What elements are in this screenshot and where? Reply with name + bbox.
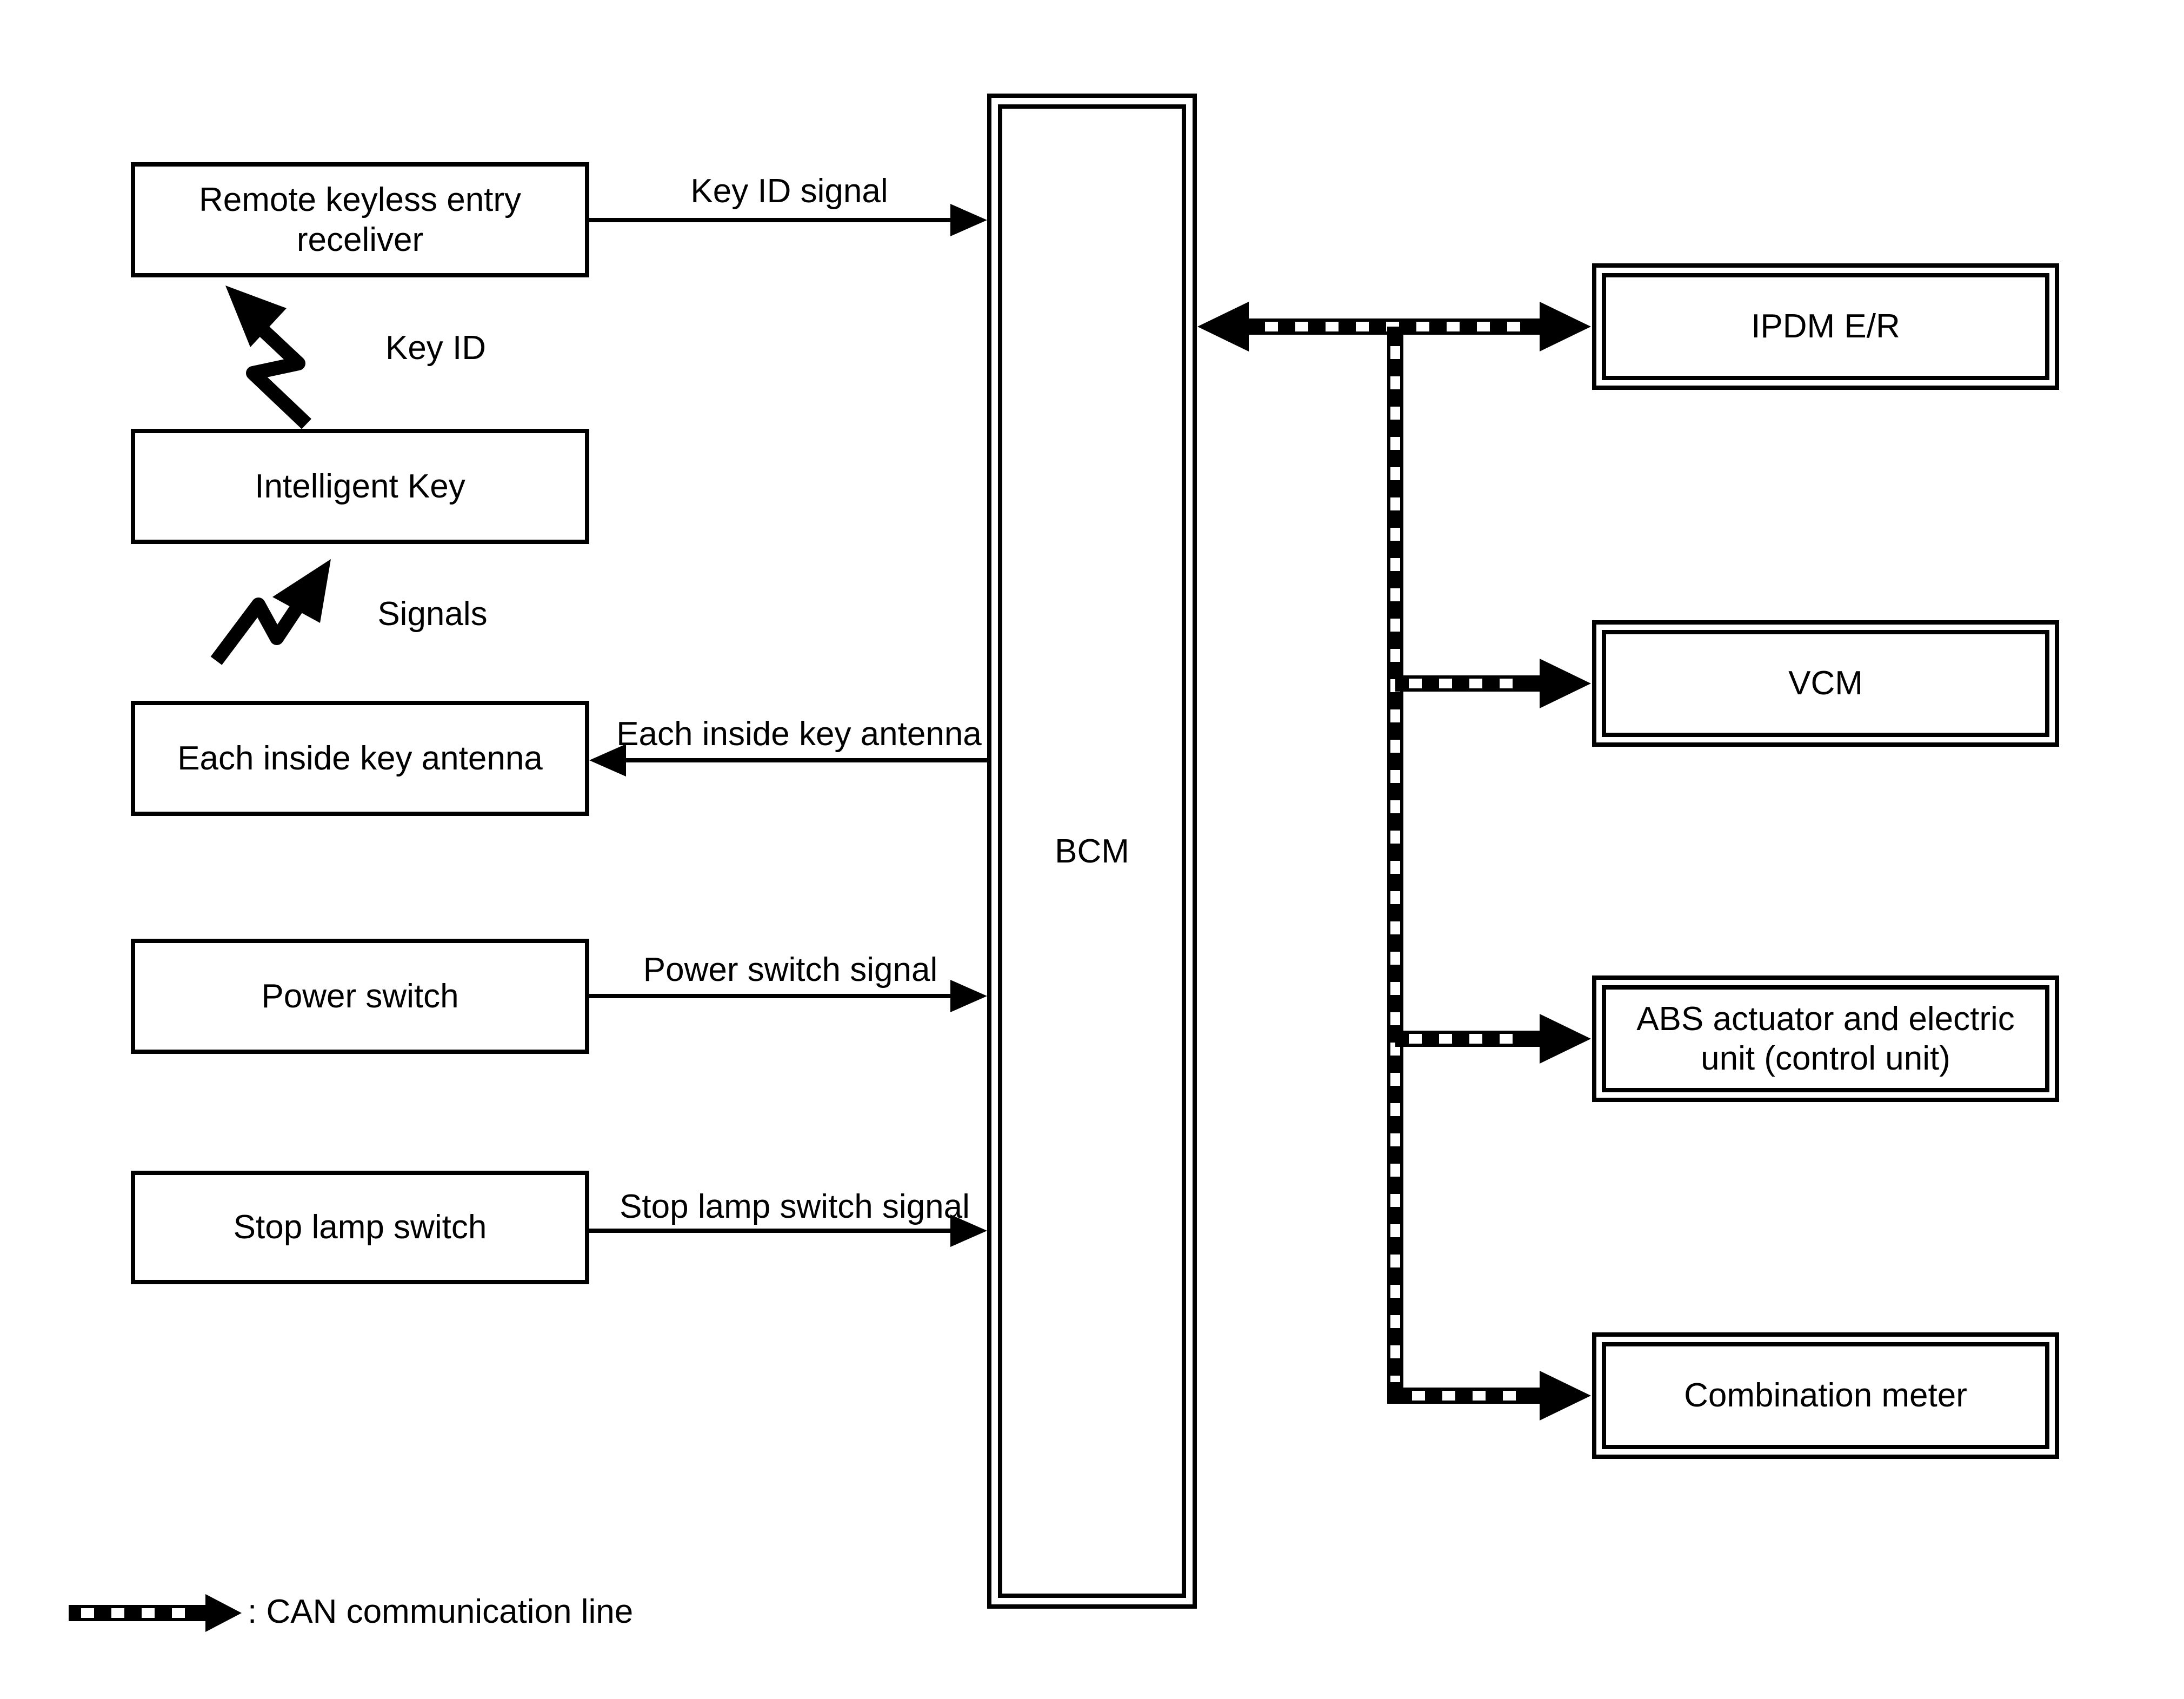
box-stop-lamp-switch: Stop lamp switch	[131, 1171, 589, 1284]
box-combination-meter: Combination meter	[1592, 1332, 2059, 1459]
box-ipdm-er: IPDM E/R	[1592, 263, 2059, 390]
legend-label: : CAN communication line	[248, 1593, 634, 1630]
box-abs-actuator: ABS actuator and electric unit (control …	[1592, 975, 2059, 1102]
can-arrowhead-to-bcm	[1197, 302, 1249, 351]
label-each-inside-key-antenna: Each inside key antenna	[616, 715, 982, 753]
can-arrowhead-to-abs	[1540, 1014, 1591, 1064]
box-remote-keyless-receiver-label: Remote keyless entry receliver	[198, 181, 522, 258]
box-intelligent-key-label: Intelligent Key	[255, 467, 465, 505]
box-combination-meter-label: Combination meter	[1684, 1377, 1967, 1415]
box-combination-meter-inner-border: Combination meter	[1602, 1342, 2049, 1449]
legend-arrowhead	[205, 1594, 242, 1632]
label-key-id-signal: Key ID signal	[690, 172, 888, 210]
wireless-arrow-key-id	[225, 286, 311, 429]
box-ipdm-er-inner-border: IPDM E/R	[1602, 273, 2049, 380]
box-each-inside-key-antenna-label: Each inside key antenna	[177, 739, 543, 777]
can-branch-combination-meter	[1387, 1371, 1591, 1421]
box-power-switch: Power switch	[131, 939, 589, 1054]
box-abs-actuator-label: ABS actuator and electric unit (control …	[1636, 1000, 2015, 1077]
box-intelligent-key: Intelligent Key	[131, 429, 589, 544]
arrow-power-switch-signal	[589, 980, 987, 1012]
label-stop-lamp-switch-signal: Stop lamp switch signal	[620, 1188, 970, 1225]
box-bcm-label: BCM	[1055, 832, 1129, 870]
box-stop-lamp-switch-label: Stop lamp switch	[233, 1209, 487, 1246]
box-vcm-inner-border: VCM	[1602, 630, 2049, 737]
box-power-switch-label: Power switch	[261, 977, 459, 1015]
can-arrowhead-to-combination-meter	[1540, 1371, 1591, 1421]
box-vcm-label: VCM	[1788, 665, 1863, 702]
box-abs-actuator-label-wrap: ABS actuator and electric unit (control …	[1602, 985, 2049, 1092]
arrow-key-id-signal	[589, 204, 987, 236]
label-power-switch-signal: Power switch signal	[643, 951, 938, 988]
box-bcm-inner-border: BCM	[998, 104, 1186, 1598]
box-ipdm-er-label: IPDM E/R	[1751, 308, 1900, 346]
box-each-inside-key-antenna: Each inside key antenna	[131, 701, 589, 816]
can-branch-abs	[1395, 1014, 1591, 1064]
can-arrowhead-to-ipdm	[1540, 302, 1591, 351]
legend-can-symbol	[69, 1594, 242, 1632]
label-signals: Signals	[377, 595, 488, 633]
wireless-arrow-signals	[210, 559, 331, 665]
arrow-stop-lamp-switch-signal	[589, 1214, 987, 1247]
box-vcm: VCM	[1592, 620, 2059, 747]
box-bcm: BCM	[987, 94, 1197, 1609]
can-branch-vcm	[1395, 659, 1591, 708]
arrow-each-inside-key-antenna	[589, 744, 987, 777]
label-key-id: Key ID	[385, 329, 487, 367]
box-remote-keyless-receiver: Remote keyless entry receliver	[131, 162, 589, 277]
can-arrowhead-to-vcm	[1540, 659, 1591, 708]
